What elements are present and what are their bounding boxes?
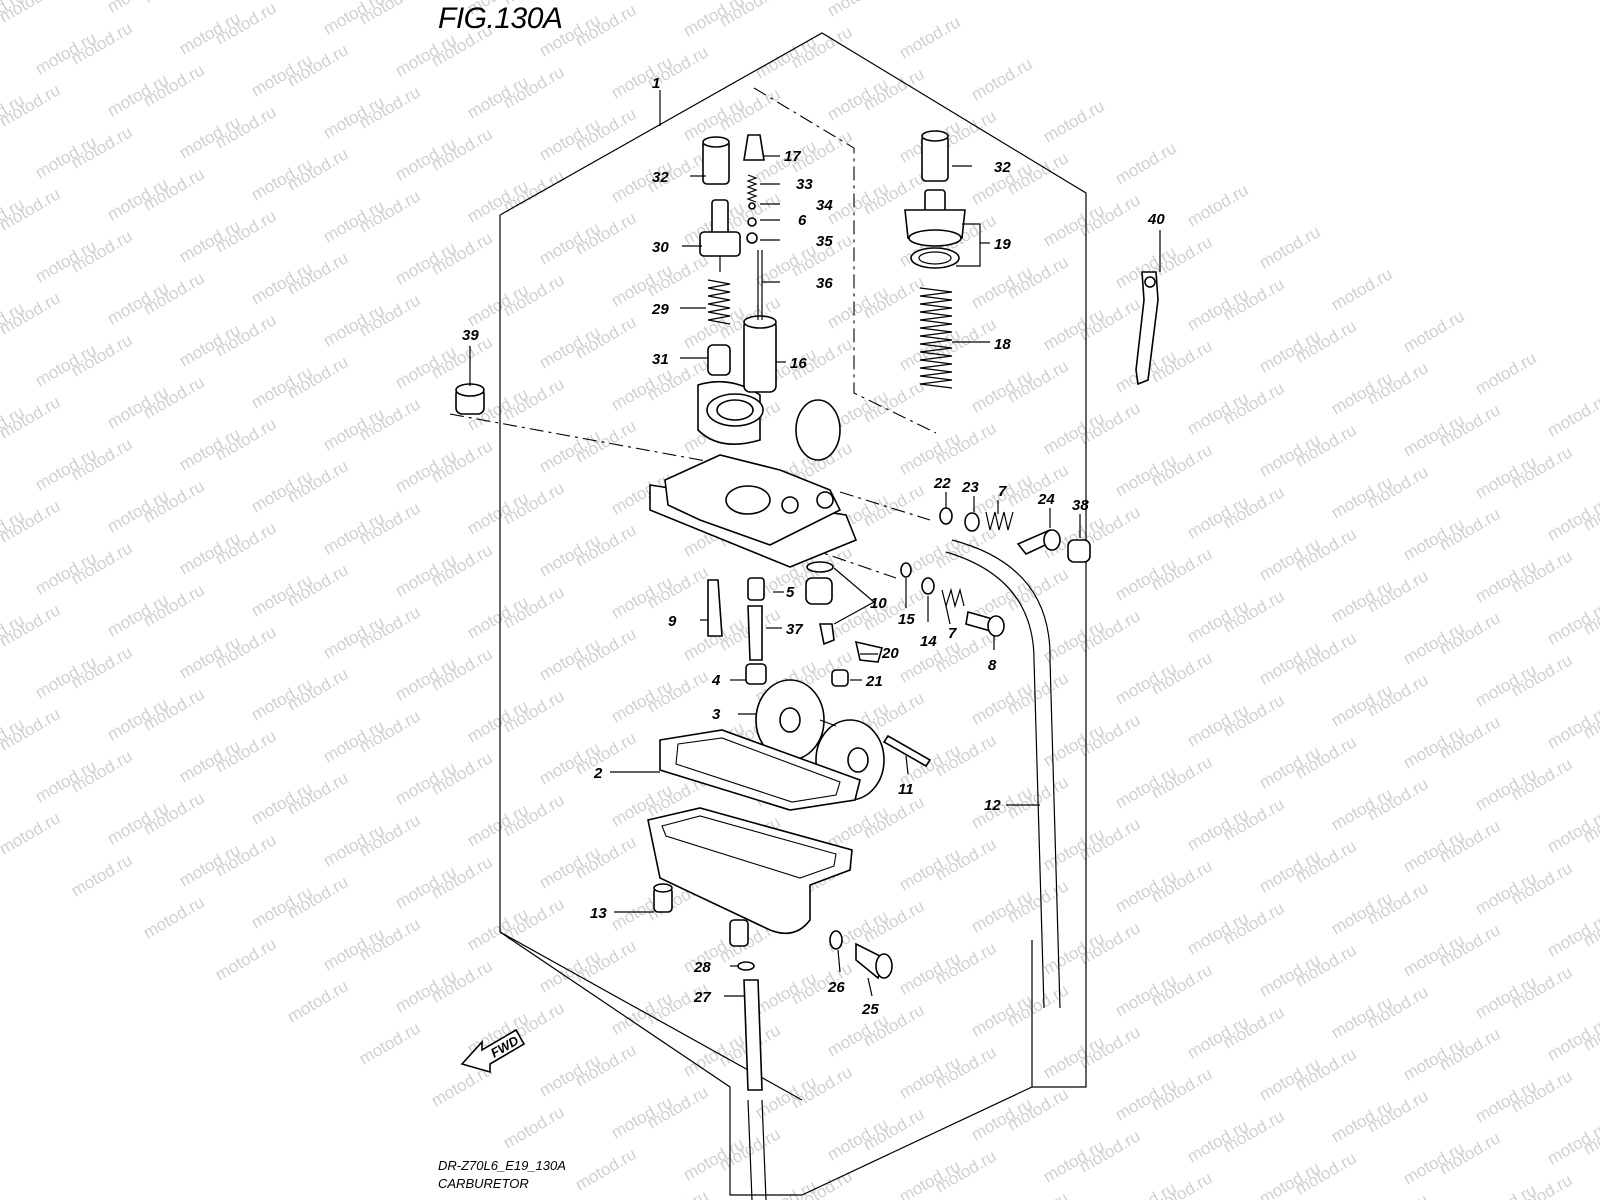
part-label-37: 37 [786, 621, 803, 638]
part-label-30: 30 [652, 239, 669, 256]
part-label-31: 31 [652, 351, 669, 368]
assembly-boundary [499, 32, 1087, 1196]
reference-line-mid [755, 529, 897, 579]
fwd-arrow: FWD [460, 1028, 526, 1074]
choke-plunger [707, 344, 731, 376]
part-label-39: 39 [462, 327, 479, 344]
choke-cap-left [702, 136, 730, 185]
part-label-19: 19 [994, 236, 1011, 253]
drain-hose [737, 961, 767, 1200]
part-label-35: 35 [816, 233, 833, 250]
part-label-32a: 32 [652, 169, 669, 186]
part-label-27: 27 [693, 989, 711, 1006]
part-label-23: 23 [961, 479, 979, 496]
part-label-3: 3 [712, 706, 721, 723]
part-label-4: 4 [711, 672, 721, 689]
collar-39 [455, 383, 485, 415]
part-labels: 1 2 3 4 5 6 7 7 8 9 10 11 12 13 14 15 16… [462, 75, 1165, 1018]
needle-spring [743, 134, 765, 203]
part-label-17: 17 [784, 148, 801, 165]
part-label-12: 12 [984, 797, 1001, 814]
part-label-26: 26 [827, 979, 845, 996]
part-label-16: 16 [790, 355, 807, 372]
footer-diagram-name: CARBURETOR [438, 1176, 529, 1191]
cable-adjuster [699, 199, 741, 272]
clamp-40 [1135, 271, 1159, 386]
part-label-2: 2 [593, 765, 603, 782]
part-label-20: 20 [881, 645, 899, 662]
float-bowl [647, 807, 853, 947]
top-cap-assembly [904, 189, 966, 269]
float-gasket [659, 729, 861, 811]
reference-line-left [449, 413, 756, 471]
part-label-28: 28 [693, 959, 711, 976]
part-label-10: 10 [870, 595, 887, 612]
part-label-14: 14 [920, 633, 937, 650]
part-label-36: 36 [816, 275, 833, 292]
part-label-22: 22 [933, 475, 951, 492]
part-label-6: 6 [798, 212, 807, 229]
part-label-25: 25 [861, 1001, 879, 1018]
drain-screw [829, 930, 893, 980]
part-label-32b: 32 [994, 159, 1011, 176]
carburetor-body [649, 380, 858, 568]
reference-line-top [753, 87, 937, 434]
bowl-screw-13 [653, 883, 673, 913]
part-label-21: 21 [865, 673, 883, 690]
vent-hose [945, 539, 1061, 1009]
footer-diagram-code: DR-Z70L6_E19_130A [438, 1158, 566, 1173]
choke-spring [707, 279, 731, 325]
part-label-24: 24 [1037, 491, 1055, 508]
reference-line-right [839, 491, 931, 521]
part-label-1: 1 [652, 75, 660, 92]
screws-right-upper [939, 507, 1091, 563]
part-label-34: 34 [816, 197, 833, 214]
part-label-7a: 7 [998, 483, 1007, 500]
jets-cluster [707, 561, 884, 687]
screws-right-lower [900, 562, 1005, 637]
part-label-40: 40 [1147, 211, 1165, 228]
part-label-33: 33 [796, 176, 813, 193]
part-label-18: 18 [994, 336, 1011, 353]
part-label-38: 38 [1072, 497, 1089, 514]
part-label-8: 8 [988, 657, 997, 674]
part-label-9: 9 [668, 613, 677, 630]
part-label-11: 11 [898, 781, 914, 798]
figure-title: FIG.130A [438, 2, 563, 35]
choke-cap-right [921, 130, 949, 182]
part-label-7b: 7 [948, 625, 957, 642]
part-label-5: 5 [786, 584, 795, 601]
throttle-spring [919, 287, 953, 389]
leader-lines [469, 90, 1161, 997]
part-label-15: 15 [898, 611, 915, 628]
part-label-13: 13 [590, 905, 607, 922]
throttle-valve [743, 202, 777, 393]
part-label-29: 29 [651, 301, 669, 318]
